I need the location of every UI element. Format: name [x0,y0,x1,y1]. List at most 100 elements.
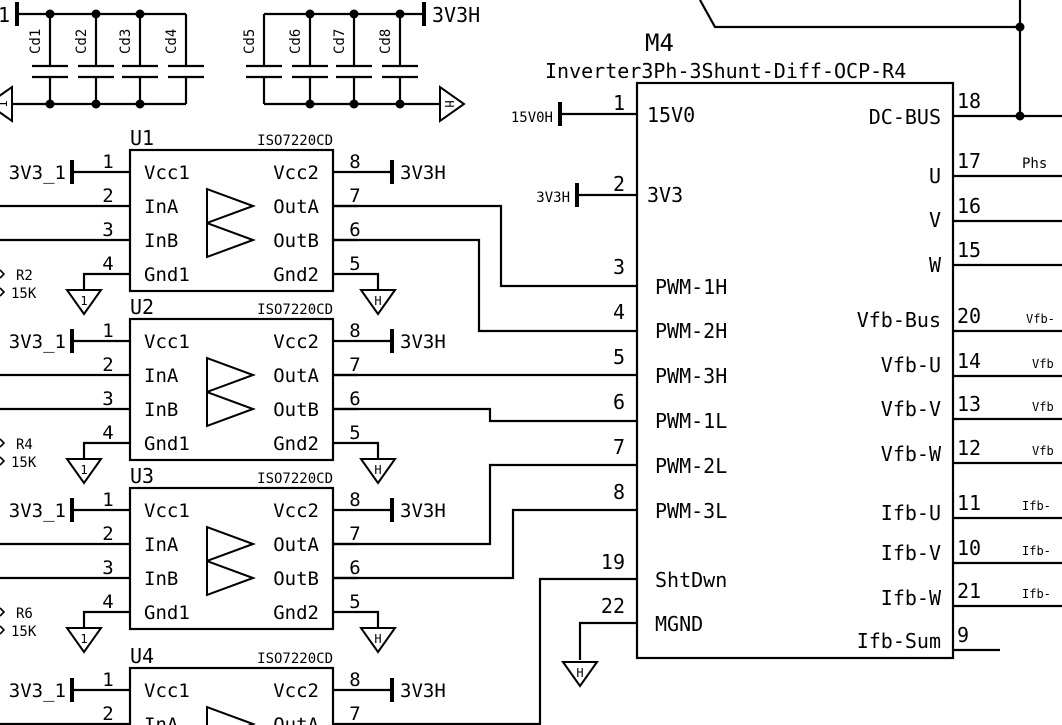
pin-number: 22 [601,594,625,618]
ground-triangle [359,458,397,485]
wire [333,204,637,288]
net-label: Vfb [1032,400,1054,414]
wire [333,463,637,546]
pin-name: OutA [273,196,319,218]
pin-number: 4 [102,422,113,444]
wire [333,610,380,628]
resistor-ref: R6 [16,606,33,622]
junction-dot [395,9,405,19]
resistor-value: 15K [11,286,37,302]
power-rail-label: 3V3H [400,331,446,353]
wire [82,272,130,290]
pin-name: Vfb-U [881,353,941,377]
buffer-triangle [206,356,256,394]
pin-name: V [929,208,941,232]
isolator-part-number: ISO7220CD [257,302,333,318]
buffer-triangle [206,187,256,225]
pin-number: 7 [349,523,360,545]
pin-number: 6 [349,557,360,579]
pin-name: OutA [273,365,319,387]
pin-number: 7 [349,185,360,207]
pin-number: 3 [102,388,113,410]
module-part-number: Inverter3Ph-3Shunt-Diff-OCP-R4 [545,59,906,83]
pin-number: 2 [102,185,113,207]
pin-name: 3V3 [647,183,683,207]
pin-number: 2 [613,172,625,196]
power-rail-label: 3V3_1 [9,331,66,353]
junction-dot [349,9,359,19]
pin-name: U [929,164,941,188]
wire [538,577,637,725]
module-ref: M4 [645,29,674,57]
power-rail-label: 3V3H [400,162,446,184]
pin-number: 2 [102,354,113,376]
pin-number: 17 [957,149,981,173]
pin-number: 15 [957,238,981,262]
capacitor-ref: Cd4 [164,29,180,54]
wire [699,0,1020,29]
resistor-zigzag [0,438,6,448]
ground-symbol-icon: 1 [65,458,103,485]
net-label: Phs [1022,156,1047,172]
capacitor-ref: Cd2 [74,29,90,54]
pin-number: 20 [957,304,981,328]
pin-name: InB [144,230,178,252]
ground-triangle [0,85,13,123]
wire [82,441,130,459]
buffer-triangle [206,705,256,725]
ground-triangle [65,458,103,485]
net-label: Vfb [1032,444,1054,458]
pin-name: Vcc1 [144,680,190,702]
pin-name: PWM-1H [655,275,727,299]
ground-triangle [65,627,103,654]
pin-name: Ifb-U [881,501,941,525]
wire [578,621,637,660]
pin-number: 2 [102,703,113,725]
ground-label: 1 [80,463,87,477]
pin-name: OutB [273,230,319,252]
pin-number: 6 [349,388,360,410]
resistor-zigzag [0,269,6,279]
pin-name: OutA [273,534,319,556]
pin-number: 19 [601,550,625,574]
ground-label: H [374,463,381,477]
pin-name: PWM-3L [655,499,727,523]
ground-symbol-icon: 1 [0,85,13,123]
pin-name: Vfb-Bus [857,308,941,332]
isolator-body [128,486,335,631]
isolator-part-number: ISO7220CD [257,471,333,487]
ground-symbol-icon: H [359,458,397,485]
pin-name: PWM-2H [655,319,727,343]
power-rail-label: 3V3_1 [9,500,66,522]
resistor-ref: R2 [16,268,33,284]
pin-name: InA [144,534,179,556]
pin-number: 5 [349,422,360,444]
pin-name: Gnd1 [144,433,190,455]
pin-name: OutB [273,568,319,590]
pin-number: 11 [957,491,981,515]
ground-symbol-icon: 1 [65,627,103,654]
resistor-zigzag [0,287,6,297]
pin-number: 8 [349,489,360,511]
pin-name: PWM-2L [655,454,727,478]
pin-number: 4 [613,300,625,324]
pin-number: 13 [957,392,981,416]
wire [333,508,637,580]
pin-number: 1 [102,489,113,511]
pin-number: 21 [957,579,981,603]
pin-name: Gnd2 [273,602,319,624]
junction-dot [45,99,55,109]
pin-number: 8 [349,151,360,173]
wire [333,441,380,459]
pin-number: 1 [102,669,113,691]
pin-name: InB [144,568,178,590]
pin-name: PWM-1L [655,409,727,433]
isolator-ref: U4 [130,644,154,668]
pin-number: 8 [349,320,360,342]
capacitor-ref: Cd3 [118,29,134,54]
pin-name: InA [144,196,179,218]
pin-name: Ifb-Sum [857,629,941,653]
pin-name: Gnd2 [273,433,319,455]
junction-dot [91,99,101,109]
